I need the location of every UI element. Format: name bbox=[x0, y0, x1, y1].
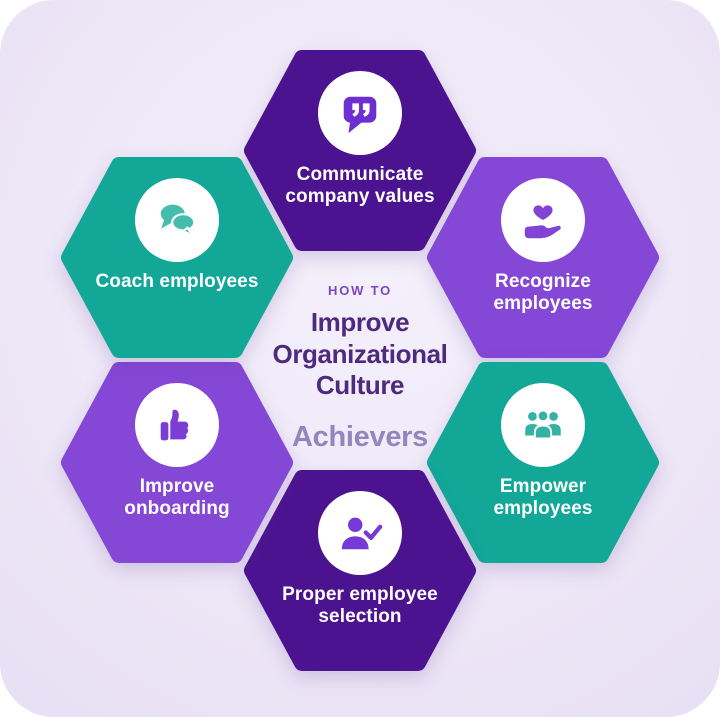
thumbs-up-icon bbox=[160, 409, 189, 441]
heart-in-hand-icon bbox=[524, 205, 561, 239]
hexagon-recognize-employees: Recognize employees bbox=[427, 157, 659, 358]
eyebrow-text: HOW TO bbox=[328, 283, 392, 298]
hexagon-label: Improve onboarding bbox=[124, 476, 230, 520]
person-check-icon bbox=[341, 517, 383, 550]
hexagon-coach-employees: Coach employees bbox=[61, 157, 293, 358]
hexagon-label: Empower employees bbox=[493, 476, 593, 520]
hexagon-improve-onboarding: Improve onboarding bbox=[61, 362, 293, 563]
hexagon-label: Recognize employees bbox=[493, 271, 593, 315]
hexagon-communicate-company-values: Communicate company values bbox=[244, 50, 476, 251]
hexagon-label: Communicate company values bbox=[285, 164, 435, 208]
hexagon-label: Proper employee selection bbox=[282, 584, 438, 628]
hexagon-empower-employees: Empower employees bbox=[427, 362, 659, 563]
icon-circle bbox=[135, 178, 219, 262]
achievers-logo: Achievers bbox=[292, 421, 428, 454]
page-title: Improve Organizational Culture bbox=[272, 307, 448, 401]
icon-circle bbox=[318, 491, 402, 575]
chat-bubbles-icon bbox=[160, 204, 196, 237]
icon-circle bbox=[318, 71, 402, 155]
people-group-icon bbox=[525, 409, 561, 440]
quote-bubble-icon bbox=[343, 96, 377, 134]
icon-circle bbox=[135, 383, 219, 467]
center-title-block: HOW TO Improve Organizational Culture Ac… bbox=[245, 283, 475, 454]
hexagon-label: Coach employees bbox=[95, 271, 259, 292]
icon-circle bbox=[501, 178, 585, 262]
hexagon-proper-employee-selection: Proper employee selection bbox=[244, 470, 476, 671]
icon-circle bbox=[501, 383, 585, 467]
